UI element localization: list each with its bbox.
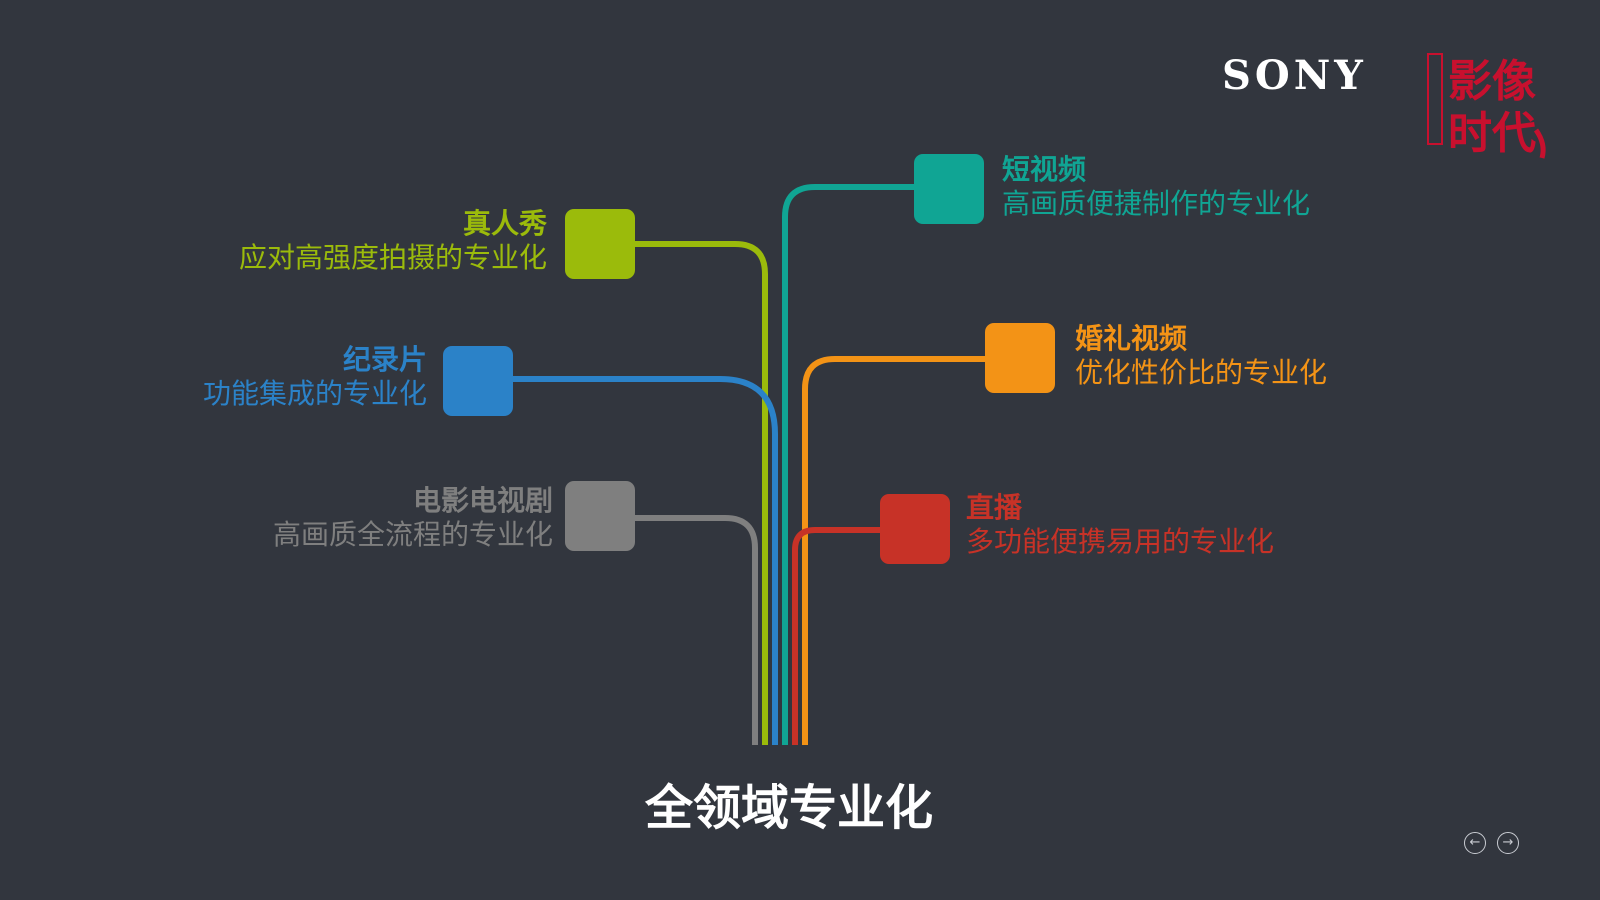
line-reality-show — [620, 241, 768, 745]
branch-title: 真人秀 — [462, 207, 547, 240]
branch-title: 直播 — [966, 491, 1023, 524]
branch-subtitle: 应对高强度拍摄的专业化 — [238, 240, 547, 274]
label-film-tv: 电影电视剧 高画质全流程的专业化 — [273, 484, 553, 551]
branch-subtitle: 高画质便捷制作的专业化 — [1002, 186, 1311, 220]
branch-title: 短视频 — [1002, 153, 1087, 186]
label-reality-show: 真人秀 应对高强度拍摄的专业化 — [239, 207, 547, 274]
node-film-tv — [565, 481, 635, 551]
prev-slide-button[interactable]: ← — [1464, 832, 1486, 854]
arrow-left-circle-icon: ← — [1469, 835, 1481, 850]
next-slide-button[interactable]: → — [1497, 832, 1519, 854]
label-documentary: 纪录片 功能集成的专业化 — [203, 343, 427, 410]
node-wedding-video — [985, 323, 1055, 393]
page-title: 全领域专业化 — [644, 780, 933, 836]
node-documentary — [443, 346, 513, 416]
branch-title: 电影电视剧 — [412, 484, 553, 517]
branch-subtitle: 功能集成的专业化 — [202, 376, 427, 410]
arrow-right-circle-icon: → — [1502, 835, 1514, 850]
line-documentary — [500, 376, 778, 745]
branch-title: 婚礼视频 — [1075, 322, 1188, 355]
node-live-stream — [880, 494, 950, 564]
line-short-video — [782, 184, 920, 745]
line-film-tv — [630, 515, 758, 745]
branch-subtitle: 高画质全流程的专业化 — [272, 517, 553, 551]
node-short-video — [914, 154, 984, 224]
sony-logo: SONY — [1222, 52, 1367, 99]
svg-text:时代: 时代 — [1448, 108, 1536, 159]
label-live-stream: 直播 多功能便携易用的专业化 — [966, 491, 1274, 558]
branch-title: 纪录片 — [342, 343, 427, 376]
branch-subtitle: 优化性价比的专业化 — [1075, 355, 1328, 389]
label-short-video: 短视频 高画质便捷制作的专业化 — [1002, 153, 1310, 220]
line-live-stream — [792, 527, 885, 745]
line-wedding-video — [802, 356, 990, 745]
branch-subtitle: 多功能便携易用的专业化 — [966, 524, 1275, 558]
node-reality-show — [565, 209, 635, 279]
label-wedding-video: 婚礼视频 优化性价比的专业化 — [1075, 322, 1327, 389]
svg-text:影像: 影像 — [1448, 56, 1536, 107]
campaign-seal-logo: 影像 时代 — [1427, 53, 1546, 159]
